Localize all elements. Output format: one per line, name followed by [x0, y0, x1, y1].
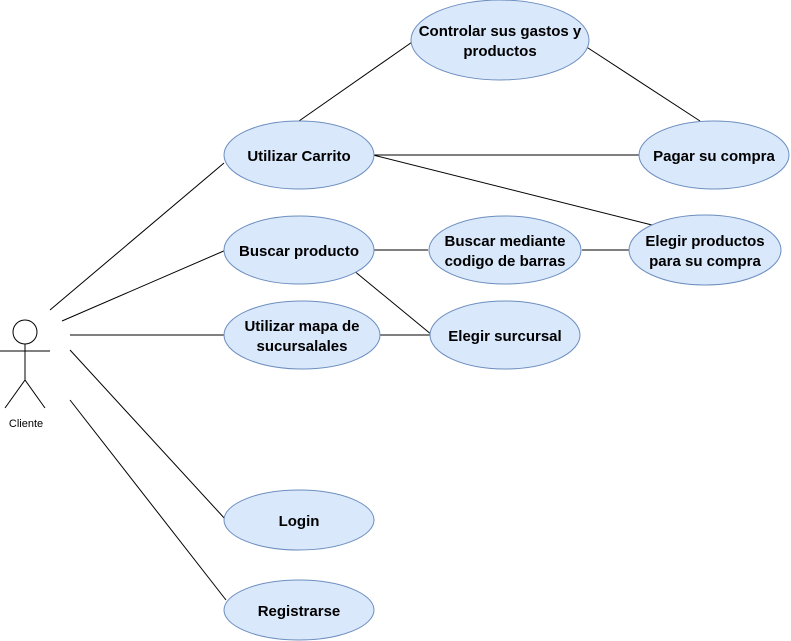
usecase-label-line-1: Controlar sus gastos y: [419, 23, 582, 40]
associations: [49, 39, 701, 601]
usecase-elegir-sucursal: Elegir surcursal: [429, 300, 581, 370]
stick-figure-icon: [0, 319, 50, 409]
usecase-label-line-2: codigo de barras: [445, 253, 566, 270]
usecase-controlar-gastos: Controlar sus gastos y productos: [410, 0, 590, 81]
usecase-shape: [223, 215, 375, 285]
usecase-label: Login: [279, 513, 320, 530]
usecase-label-line-2: para su compra: [649, 253, 761, 270]
usecase-shape: [223, 120, 375, 190]
assoc-carrito-elegir-productos: [372, 154, 653, 226]
usecase-label: Buscar producto: [239, 243, 359, 260]
usecase-label-line-2: sucursalales: [257, 338, 348, 355]
usecase-label-line-1: Elegir productos: [645, 233, 764, 250]
assoc-carrito-controlar: [298, 39, 416, 122]
usecase-shape: [638, 120, 790, 190]
usecase-buscar-codigo-barras: Buscar mediante codigo de barras: [428, 215, 582, 285]
assoc-cliente-login: [69, 349, 227, 521]
assoc-cliente-carrito: [49, 162, 225, 311]
usecase-label-line-1: Buscar mediante: [445, 233, 566, 250]
usecase-label-line-2: productos: [463, 43, 536, 60]
actor-name: Cliente: [9, 418, 43, 430]
usecase-login: Login: [223, 489, 375, 551]
assoc-cliente-registrarse: [69, 399, 227, 601]
usecase-label-line-1: Utilizar mapa de: [244, 318, 359, 335]
actor-head: [12, 319, 38, 345]
usecase-shape: [428, 215, 582, 285]
actor-left-leg: [4, 379, 26, 409]
usecase-label: Pagar su compra: [653, 148, 775, 165]
usecase-label: Registrarse: [258, 603, 341, 620]
assoc-cliente-buscar: [61, 249, 227, 322]
usecase-shape: [410, 0, 590, 81]
usecase-utilizar-carrito: Utilizar Carrito: [223, 120, 375, 190]
usecase-label: Elegir surcursal: [448, 328, 561, 345]
usecase-shape: [429, 300, 581, 370]
actor-cliente: Cliente: [0, 319, 50, 430]
assoc-controlar-pagar: [584, 45, 701, 122]
usecase-elegir-productos: Elegir productos para su compra: [628, 214, 782, 286]
usecase-shape: [223, 579, 375, 641]
usecase-shape: [223, 489, 375, 551]
usecase-shape: [628, 214, 782, 286]
usecase-label: Utilizar Carrito: [247, 148, 350, 165]
usecase-pagar-compra: Pagar su compra: [638, 120, 790, 190]
usecase-shape: [223, 300, 381, 370]
assoc-buscar-sucursal: [352, 269, 433, 336]
usecase-registrarse: Registrarse: [223, 579, 375, 641]
actor-right-leg: [24, 379, 46, 409]
usecase-buscar-producto: Buscar producto: [223, 215, 375, 285]
usecase-utilizar-mapa: Utilizar mapa de sucursalales: [223, 300, 381, 370]
